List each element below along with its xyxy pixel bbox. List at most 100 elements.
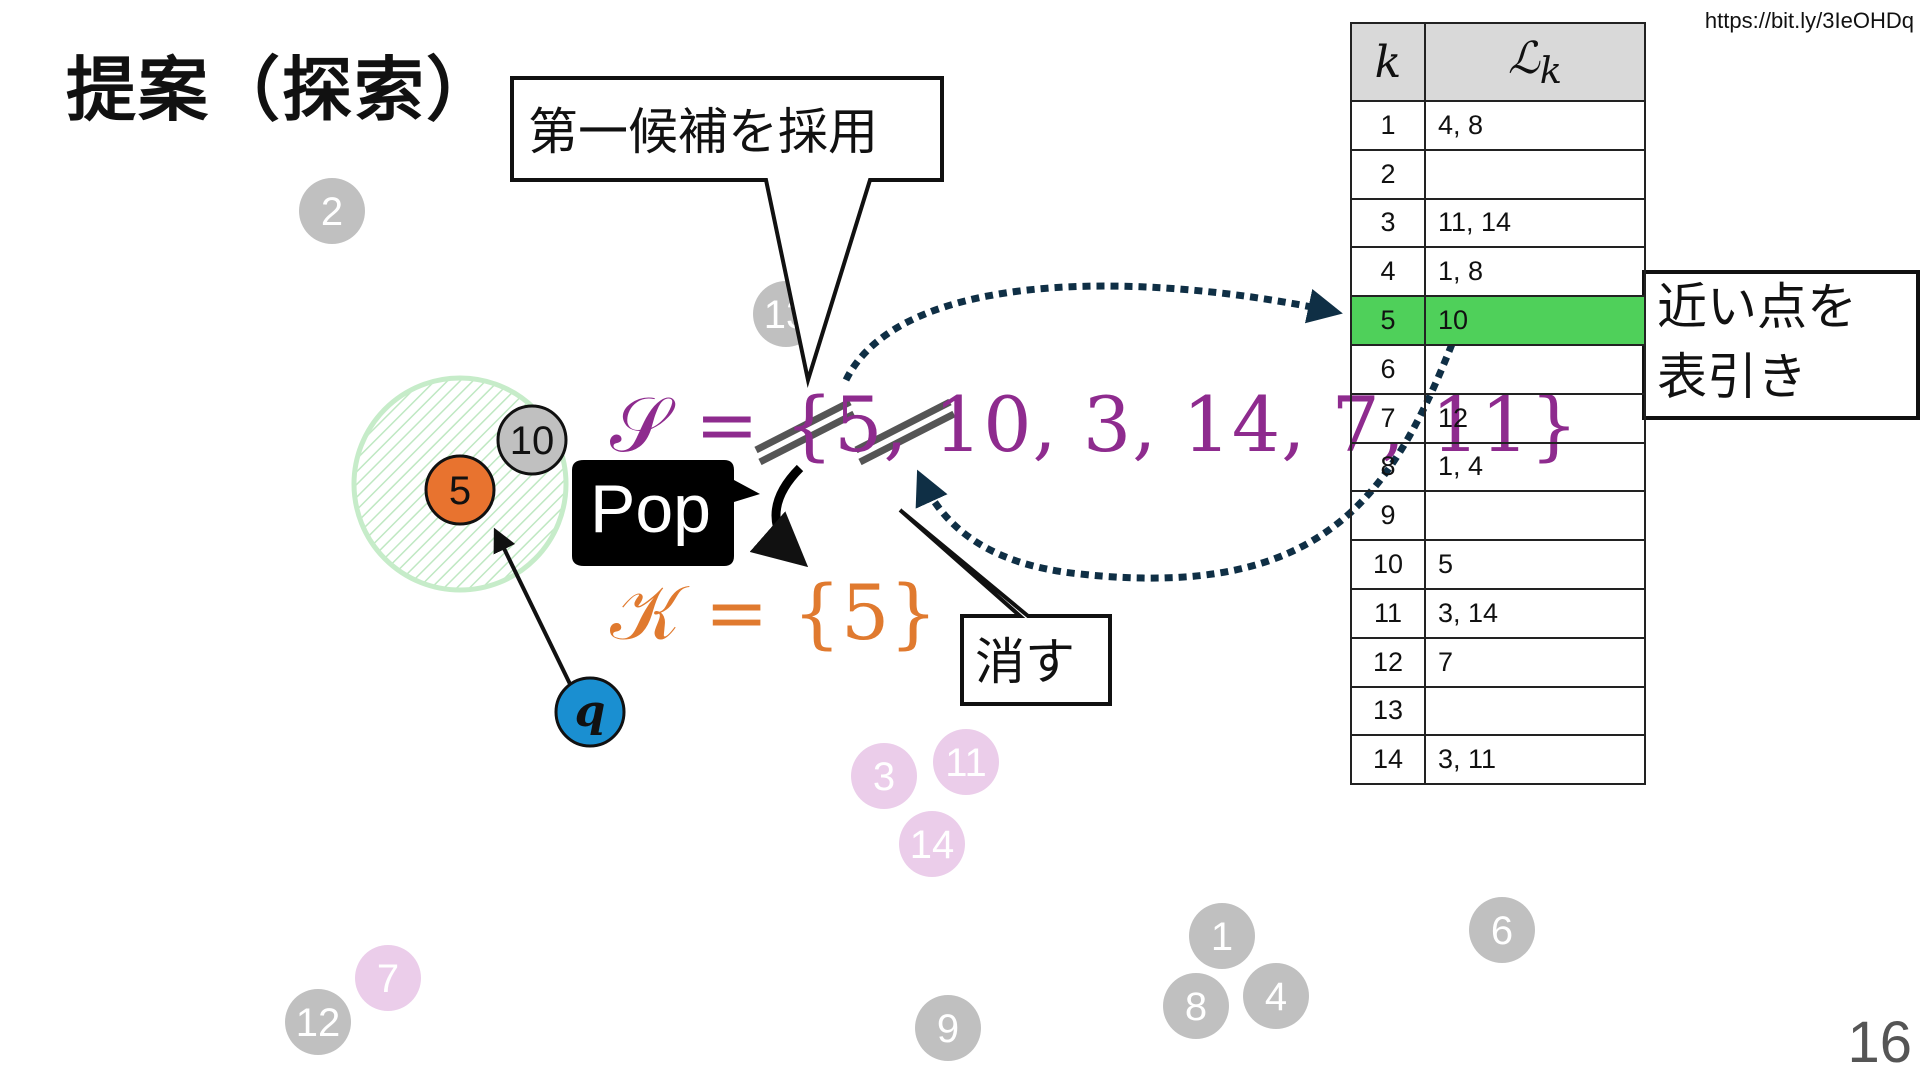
table-row: 2 — [1350, 148, 1646, 200]
header-L-symbol: ℒ — [1508, 32, 1540, 84]
callout-first-candidate-text: 第一候補を採用 — [528, 103, 878, 161]
point-label: 5 — [449, 469, 471, 513]
point-label: 3 — [873, 755, 895, 799]
table-cell-L: 12 — [1424, 392, 1646, 444]
table-row: 9 — [1350, 490, 1646, 542]
point-label: 7 — [377, 957, 399, 1001]
callout-erase-text: 消す — [975, 633, 1075, 691]
table-cell-k: 3 — [1350, 197, 1426, 249]
point-label: 6 — [1491, 909, 1513, 953]
table-cell-L: 1, 4 — [1424, 441, 1646, 493]
table-cell-k: 6 — [1350, 343, 1426, 395]
table-cell-k: 14 — [1350, 734, 1426, 786]
table-cell-L: 3, 11 — [1424, 734, 1646, 786]
point-marker — [851, 743, 917, 809]
table-cell-k: 10 — [1350, 539, 1426, 590]
table-cell-L: 5 — [1424, 539, 1646, 590]
table-cell-k: 5 — [1350, 295, 1426, 346]
point-label: 12 — [296, 1001, 341, 1045]
point-10: 10 — [496, 404, 568, 476]
table-cell-L — [1424, 685, 1646, 737]
header-k: k — [1350, 22, 1426, 102]
point-label: 14 — [910, 823, 955, 867]
point-label: 8 — [1185, 985, 1207, 1029]
point-marker — [355, 945, 421, 1011]
point-marker — [1189, 903, 1255, 969]
table-cell-L: 1, 8 — [1424, 246, 1646, 298]
strike-marks — [754, 398, 956, 466]
table-cell-k: 8 — [1350, 441, 1426, 493]
point-14: 14 — [899, 811, 965, 877]
point-marker — [1163, 973, 1229, 1039]
point-label: 4 — [1265, 975, 1287, 1019]
point-label: 11 — [945, 741, 987, 785]
callout-erase — [898, 508, 1112, 706]
table-cell-L: 10 — [1424, 295, 1646, 346]
point-2: 2 — [299, 178, 365, 244]
table-cell-k: 7 — [1350, 392, 1426, 444]
point-label: 1 — [1211, 915, 1233, 959]
point-marker — [899, 811, 965, 877]
point-label: q — [575, 686, 606, 737]
point-query: q — [554, 676, 626, 748]
point-label: 2 — [321, 190, 343, 234]
table-cell-L: 4, 8 — [1424, 100, 1646, 151]
callout-near-line1: 近い点を — [1657, 278, 1857, 336]
table-cell-k: 4 — [1350, 246, 1426, 298]
callout-near-points-text: 近い点を 表引き — [1657, 272, 1857, 412]
table-cell-k: 12 — [1350, 636, 1426, 688]
table-row: 13 — [1350, 685, 1646, 737]
dotted-arrow-to-table — [842, 282, 1343, 382]
point-6: 6 — [1469, 897, 1535, 963]
table-cell-L: 11, 14 — [1424, 197, 1646, 249]
point-marker — [1469, 897, 1535, 963]
point-label: 10 — [510, 419, 555, 463]
table-cell-k: 9 — [1350, 490, 1426, 542]
table-cell-L — [1424, 490, 1646, 542]
point-1: 1 — [1189, 903, 1255, 969]
pop-bubble — [572, 460, 760, 566]
callout-near-line2: 表引き — [1657, 348, 1807, 406]
table-cell-L — [1424, 343, 1646, 395]
point-marker — [933, 729, 999, 795]
set-K: 𝒦 = {5} — [610, 568, 938, 657]
point-marker — [496, 404, 568, 476]
point-4: 4 — [1243, 963, 1309, 1029]
table-cell-L: 7 — [1424, 636, 1646, 688]
point-9: 9 — [915, 995, 981, 1061]
callout-first-candidate — [510, 76, 944, 388]
header-L: ℒk — [1424, 22, 1646, 102]
table-cell-k: 11 — [1350, 587, 1426, 639]
table-cell-k: 2 — [1350, 148, 1426, 200]
pop-curved-arrow — [749, 464, 809, 568]
point-7: 7 — [355, 945, 421, 1011]
point-marker — [1243, 963, 1309, 1029]
pop-label: Pop — [590, 471, 711, 547]
point-marker — [424, 454, 496, 526]
table-cell-L — [1424, 148, 1646, 200]
point-5: 5 — [424, 454, 496, 526]
point-12: 12 — [285, 989, 351, 1055]
lookup-table-header: k ℒk — [1350, 22, 1646, 102]
slide-url[interactable]: https://bit.ly/3IeOHDq — [1704, 8, 1914, 33]
point-marker — [285, 989, 351, 1055]
point-marker — [554, 676, 626, 748]
point-label: 9 — [937, 1007, 959, 1051]
point-marker — [915, 995, 981, 1061]
header-L-sub: k — [1539, 48, 1562, 92]
page-number: 16 — [1847, 1010, 1912, 1075]
